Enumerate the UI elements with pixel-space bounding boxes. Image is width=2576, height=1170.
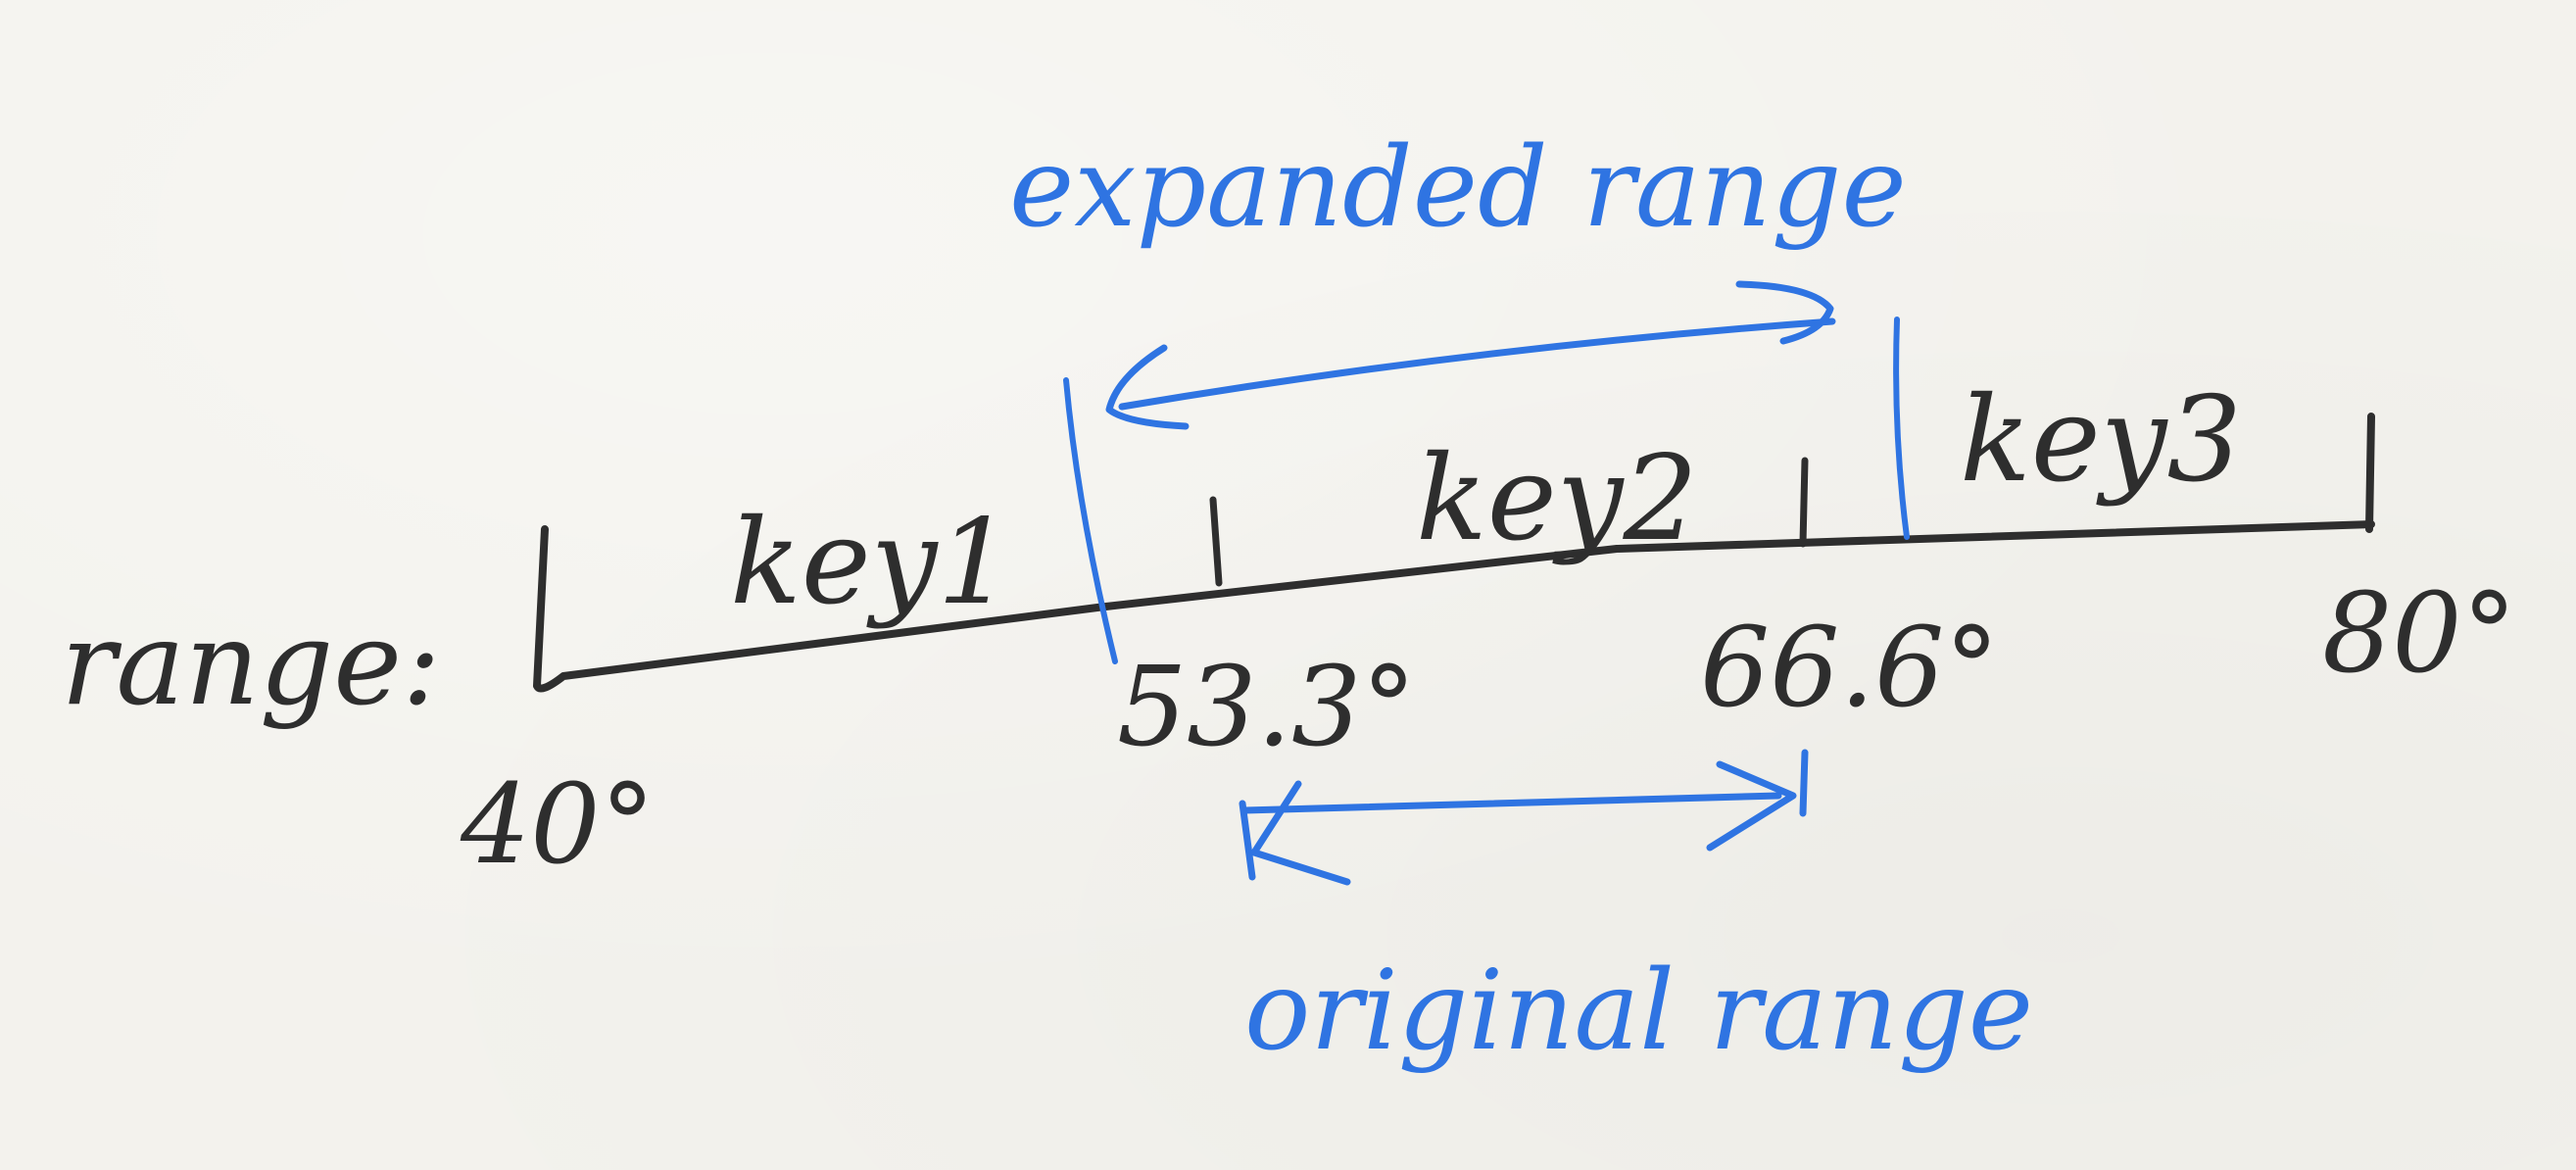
key1-label: key1 <box>730 495 1012 631</box>
tick-label-end: 80° <box>2322 570 2517 698</box>
tick-label-66-6: 66.6° <box>1700 605 1999 732</box>
original-range-arrow-shaft <box>1240 792 1782 814</box>
expanded-right-boundary <box>1893 317 1910 540</box>
range-label: range: <box>61 596 441 731</box>
original-range-left-stop <box>1239 800 1256 881</box>
original-range-arrowhead-left <box>1250 780 1351 886</box>
original-range-label: original range <box>1244 948 2033 1075</box>
tick-label-53-3: 53.3° <box>1117 644 1416 771</box>
key2-label: key2 <box>1416 431 1698 567</box>
original-range-right-stop <box>1799 749 1809 817</box>
expanded-range-arrowhead-left <box>1105 344 1190 430</box>
end-tick <box>2365 413 2375 533</box>
expanded-range-arrow-shaft <box>1118 317 1836 411</box>
original-range-arrowhead-right <box>1706 760 1797 852</box>
range-axis <box>533 520 2375 693</box>
expanded-left-boundary <box>1063 377 1118 664</box>
key3-label: key3 <box>1960 372 2242 509</box>
expanded-range-label: expanded range <box>1009 124 1907 252</box>
tick-label-start: 40° <box>460 761 656 889</box>
expanded-range-arrowhead-right <box>1735 280 1834 345</box>
tick-66-6 <box>1799 457 1809 548</box>
tick-53-3 <box>1209 496 1223 587</box>
